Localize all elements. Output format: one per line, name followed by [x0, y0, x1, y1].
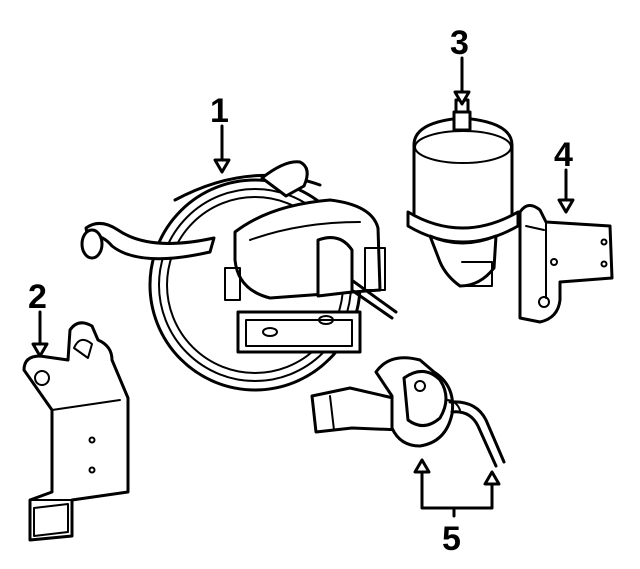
vacuum-check-valve: [310, 356, 506, 468]
callout-5: 5: [442, 520, 461, 558]
vacuum-reservoir: [406, 98, 520, 288]
mounting-bracket: [22, 321, 130, 542]
callout-3: 3: [450, 24, 469, 62]
callout-4: 4: [554, 136, 573, 174]
leader-lines: [31, 56, 575, 518]
brake-booster: [80, 160, 398, 392]
callout-1: 1: [210, 92, 229, 130]
callout-2: 2: [28, 278, 47, 316]
reservoir-bracket: [518, 204, 614, 324]
